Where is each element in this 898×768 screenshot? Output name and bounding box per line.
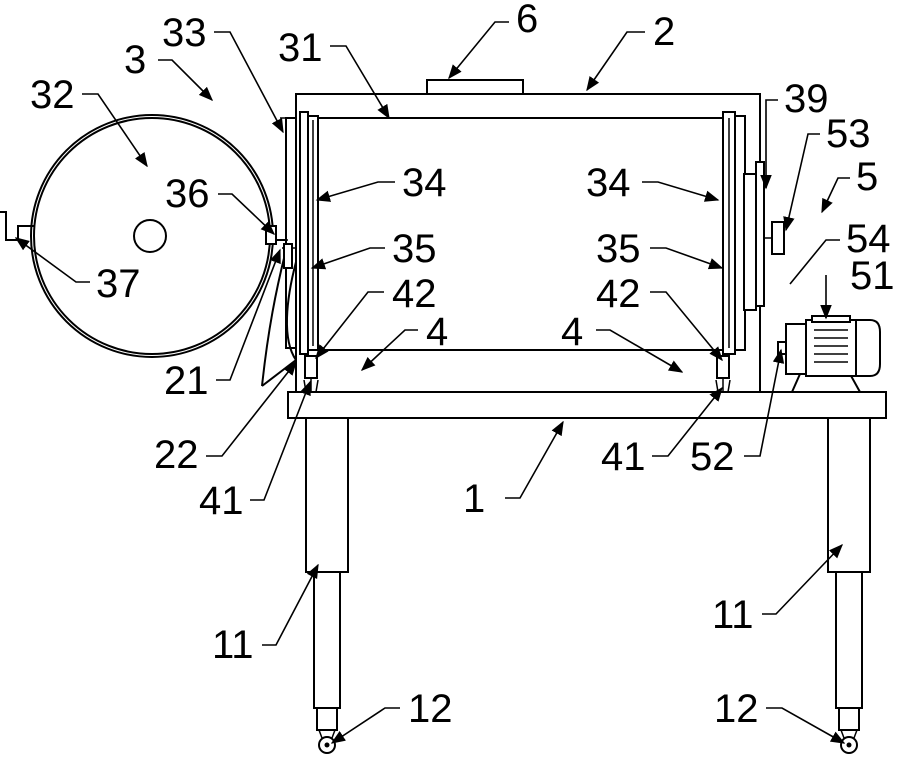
label-22: 22 (154, 433, 199, 477)
top-port (427, 80, 523, 94)
cover-center-hole (134, 220, 166, 252)
label-12-right: 12 (714, 687, 759, 731)
label-39: 39 (784, 77, 829, 121)
label-37: 37 (96, 262, 141, 306)
label-42-left: 42 (392, 272, 437, 316)
label-1: 1 (463, 477, 485, 521)
label-32: 32 (30, 73, 75, 117)
label-4-right: 4 (561, 310, 583, 354)
label-3: 3 (124, 38, 146, 82)
drum-right-end (723, 112, 784, 354)
motor (778, 316, 880, 392)
label-41-right: 41 (601, 435, 646, 479)
motor-fan-cover (856, 320, 880, 376)
label-4-left: 4 (426, 310, 448, 354)
label-6: 6 (516, 0, 538, 41)
housing-outline (296, 94, 760, 392)
cover-inner-ring (34, 118, 270, 354)
labels: 1 2 3 4 4 5 6 11 11 12 12 21 22 31 32 33 (16, 0, 895, 743)
drum-supports (304, 356, 730, 392)
label-34-right: 34 (586, 161, 631, 205)
label-21: 21 (164, 359, 209, 403)
label-5: 5 (856, 155, 878, 199)
label-41-left: 41 (199, 479, 244, 523)
label-52: 52 (690, 435, 735, 479)
motor-shaft (778, 342, 786, 354)
cover-outer-ring (31, 115, 273, 357)
table-frame (288, 392, 886, 753)
label-53: 53 (826, 112, 871, 156)
left-leg-lower (314, 572, 340, 708)
label-35-right: 35 (596, 227, 641, 271)
cover-handle (0, 212, 34, 240)
label-42-right: 42 (596, 272, 641, 316)
housing (296, 80, 760, 392)
label-11-left: 11 (212, 623, 254, 667)
motor-body (806, 320, 856, 376)
label-35-left: 35 (392, 227, 437, 271)
drum-left-end (280, 112, 318, 354)
left-caster-bracket (317, 708, 337, 730)
table-top (288, 392, 886, 418)
label-31: 31 (278, 26, 323, 70)
motor-front (786, 324, 806, 374)
left-leg-upper (306, 418, 348, 572)
right-caster-bracket (839, 708, 859, 730)
label-54: 54 (846, 217, 891, 261)
right-leg-lower (836, 572, 862, 708)
bearing-plate (756, 162, 764, 306)
label-2: 2 (653, 10, 675, 54)
shaft-coupling (772, 222, 784, 254)
end-cover (0, 115, 286, 357)
label-36: 36 (165, 172, 210, 216)
label-11-right: 11 (712, 593, 754, 637)
label-33: 33 (162, 11, 207, 55)
right-leg-upper (828, 418, 870, 572)
label-12-left: 12 (408, 687, 453, 731)
label-34-left: 34 (402, 161, 447, 205)
